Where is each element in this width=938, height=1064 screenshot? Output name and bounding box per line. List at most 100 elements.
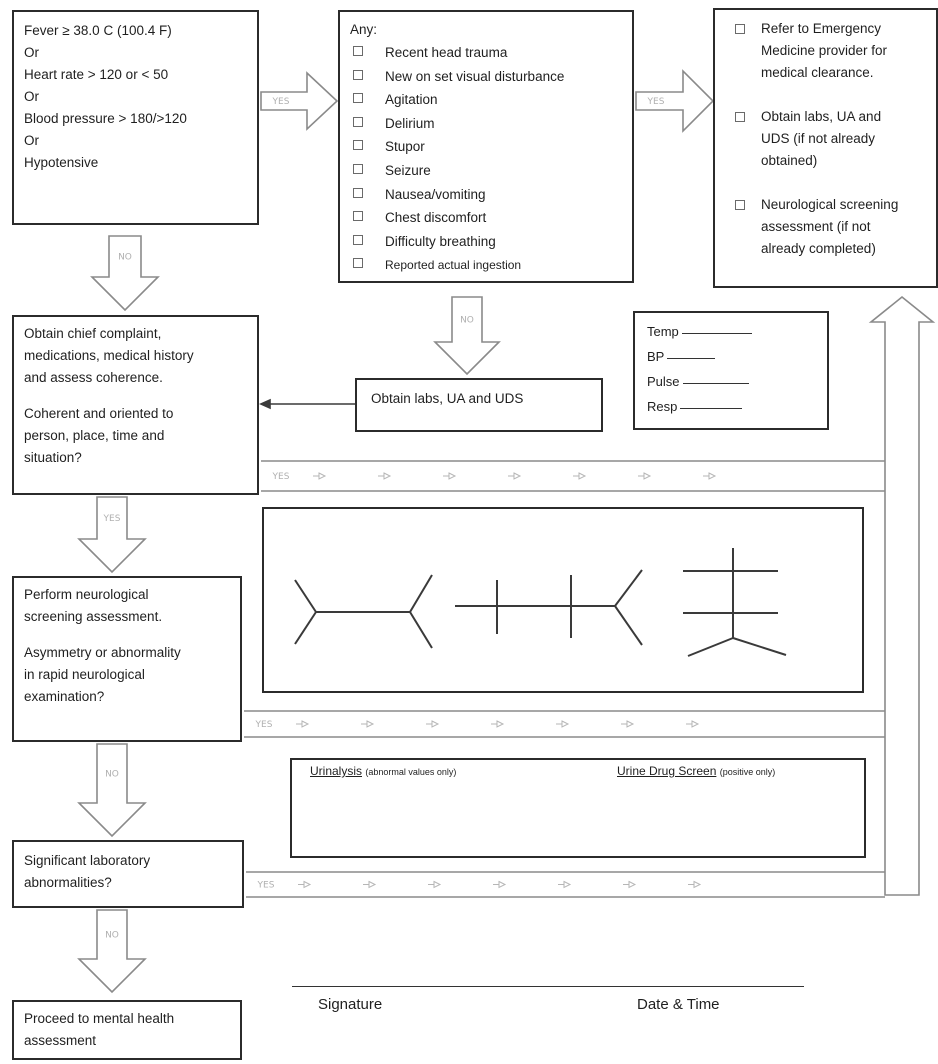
checkbox-icon[interactable] bbox=[353, 46, 363, 56]
return-up-arrow bbox=[868, 295, 936, 896]
proceed-line: Proceed to mental health bbox=[24, 1011, 175, 1026]
yes-label: YES bbox=[272, 97, 290, 107]
checkbox-icon[interactable] bbox=[735, 112, 745, 122]
checkbox-icon[interactable] bbox=[353, 234, 363, 245]
figure-fin bbox=[687, 637, 734, 657]
checklist-item-label: Agitation bbox=[385, 92, 438, 108]
chief-complaint-line: Coherent and oriented to bbox=[24, 406, 174, 421]
no-flow-arrow bbox=[77, 743, 147, 838]
referral-item-line: Medicine provider for bbox=[761, 43, 888, 58]
no-label: NO bbox=[105, 770, 119, 780]
band-arrowhead bbox=[563, 880, 572, 889]
checkbox-icon[interactable] bbox=[353, 211, 363, 222]
checklist-item: Delirium bbox=[353, 112, 622, 136]
checklist-item: Difficulty breathing bbox=[353, 230, 622, 254]
criteria-line: Or bbox=[24, 45, 39, 60]
checklist-item: Stupor bbox=[353, 135, 622, 159]
chief-complaint-line: medications, medical history bbox=[24, 348, 194, 363]
criteria-line: Blood pressure > 180/>120 bbox=[24, 111, 187, 126]
checkbox-icon[interactable] bbox=[353, 69, 363, 80]
figure-fin bbox=[614, 605, 643, 646]
checkbox-icon[interactable] bbox=[353, 140, 363, 151]
neuro-screening-line: screening assessment. bbox=[24, 609, 163, 624]
checkbox-icon[interactable] bbox=[353, 93, 363, 104]
checklist-item-label: Stupor bbox=[385, 139, 425, 155]
band-arrowhead bbox=[498, 880, 507, 889]
vital-entry-blank[interactable] bbox=[682, 382, 749, 384]
connector-arrowhead bbox=[259, 398, 271, 410]
neuro-screening-line: examination? bbox=[24, 689, 105, 704]
checklist-item-label: Chest discomfort bbox=[385, 210, 487, 226]
checkbox-icon[interactable] bbox=[353, 116, 363, 127]
band-arrowhead bbox=[301, 720, 310, 728]
checklist-title: Any: bbox=[350, 22, 378, 37]
checklist-item: Seizure bbox=[353, 159, 622, 183]
checkbox-icon[interactable] bbox=[353, 187, 363, 198]
uds-label: Urine Drug Screen bbox=[617, 764, 717, 778]
band-arrowhead bbox=[496, 720, 505, 728]
significant-lab-line: abnormalities? bbox=[24, 875, 112, 890]
yes-label: YES bbox=[257, 881, 275, 891]
referral-item-line: UDS (if not already bbox=[761, 131, 876, 146]
checklist-item-label: Recent head trauma bbox=[385, 45, 508, 60]
checklist-item: Agitation bbox=[353, 88, 622, 112]
checkbox-icon[interactable] bbox=[735, 24, 745, 34]
vital-entry-row: Pulse bbox=[647, 369, 815, 394]
muller-lyer-figure bbox=[294, 548, 787, 657]
checkbox-icon[interactable] bbox=[735, 200, 745, 210]
checklist-item: Reported actual ingestion bbox=[353, 253, 622, 278]
band-arrowhead bbox=[561, 720, 570, 728]
yes-label: YES bbox=[272, 472, 290, 482]
vital-entry-label: Temp bbox=[647, 324, 679, 339]
checklist-item: Recent head trauma bbox=[353, 41, 622, 65]
no-label: NO bbox=[118, 253, 132, 263]
no-label: YES bbox=[103, 514, 121, 524]
band-arrowhead bbox=[708, 472, 717, 480]
obtain-labs-text: Obtain labs, UA and UDS bbox=[371, 391, 524, 406]
lab-results-box: Urinalysis (abnormal values only) Urine … bbox=[290, 758, 866, 858]
vital-entry-blank[interactable] bbox=[681, 332, 752, 334]
urinalysis-note: (abnormal values only) bbox=[365, 767, 457, 777]
band-arrowhead bbox=[691, 720, 700, 728]
checklist-item-label: New on set visual disturbance bbox=[385, 68, 565, 84]
criteria-line: Or bbox=[24, 133, 39, 148]
vital-entry-label: Pulse bbox=[647, 374, 680, 389]
chief-complaint-line: person, place, time and bbox=[24, 428, 165, 443]
checkbox-icon[interactable] bbox=[353, 258, 363, 269]
checklist-item-label: Delirium bbox=[385, 115, 435, 131]
referral-item-line: Obtain labs, UA and bbox=[761, 109, 882, 124]
vital-entry-blank[interactable] bbox=[680, 407, 743, 409]
criteria-line: Fever ≥ 38.0 C (100.4 F) bbox=[24, 23, 172, 38]
vital-entry-blank[interactable] bbox=[667, 357, 716, 359]
checklist-item-label: Reported actual ingestion bbox=[385, 258, 522, 273]
urinalysis-label: Urinalysis bbox=[310, 764, 363, 778]
band-arrowhead bbox=[383, 472, 392, 480]
figure-fin bbox=[614, 569, 643, 607]
band-arrowhead bbox=[433, 880, 442, 889]
figure-fin bbox=[409, 574, 433, 613]
checklist-item: New on set visual disturbance bbox=[353, 65, 622, 89]
yes-label: YES bbox=[255, 720, 273, 730]
band-arrowhead bbox=[643, 472, 652, 480]
checklist-item-label: Seizure bbox=[385, 162, 431, 178]
checkbox-icon[interactable] bbox=[353, 163, 363, 174]
signature-label: Signature bbox=[318, 996, 383, 1013]
checklist-item-label: Nausea/vomiting bbox=[385, 186, 486, 202]
vital-entry-row: BP bbox=[647, 344, 815, 369]
date-time-label: Date & Time bbox=[637, 996, 720, 1013]
band-arrowhead bbox=[368, 880, 377, 889]
line-gap bbox=[24, 389, 247, 403]
chief-complaint-line: Obtain chief complaint, bbox=[24, 326, 162, 341]
